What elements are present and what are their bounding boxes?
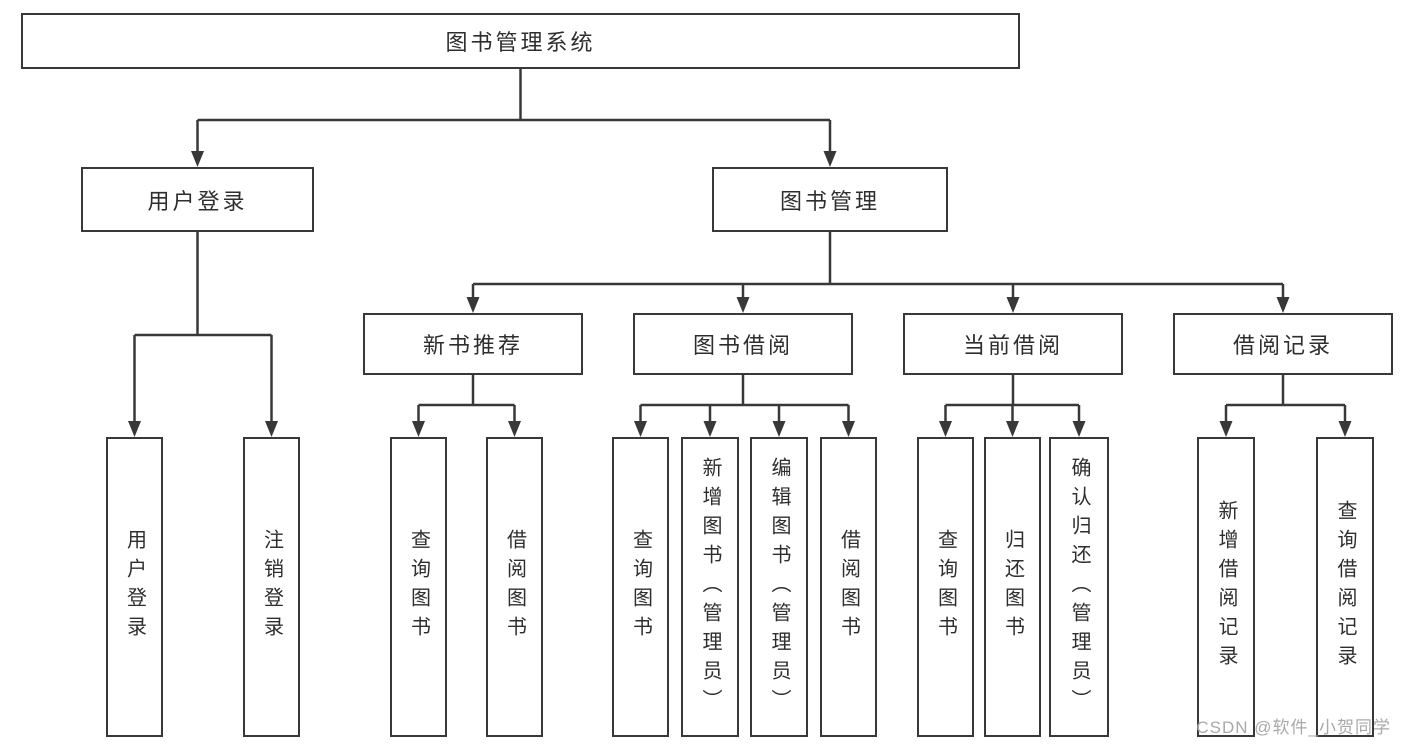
- leaf-cb-return-books-label: 归还图书: [1001, 529, 1024, 645]
- leaf-bb-borrow-books: 借阅图书: [820, 437, 877, 737]
- leaf-logout: 注销登录: [243, 437, 300, 737]
- leaf-nbr-borrow-books: 借阅图书: [486, 437, 543, 737]
- leaf-br-add-record: 新增借阅记录: [1197, 437, 1255, 737]
- csdn-watermark: CSDN @软件_小贺同学: [1196, 718, 1391, 737]
- node-current-borrowing: 当前借阅: [903, 313, 1123, 375]
- node-user-login: 用户登录: [81, 167, 314, 232]
- leaf-bb-add-books-admin: 新增图书（管理员）: [681, 437, 739, 737]
- leaf-nbr-query-books-label: 查询图书: [407, 529, 430, 645]
- leaf-user-login: 用户登录: [106, 437, 163, 737]
- leaf-br-query-record: 查询借阅记录: [1316, 437, 1374, 737]
- leaf-bb-add-books-admin-label: 新增图书（管理员）: [699, 456, 721, 718]
- leaf-br-query-record-label: 查询借阅记录: [1334, 500, 1356, 674]
- leaf-logout-label: 注销登录: [260, 529, 283, 645]
- node-library-management-system: 图书管理系统: [21, 13, 1020, 69]
- leaf-cb-query-books-label: 查询图书: [934, 529, 957, 645]
- leaf-br-add-record-label: 新增借阅记录: [1215, 500, 1237, 674]
- leaf-nbr-query-books: 查询图书: [390, 437, 447, 737]
- node-book-borrowing: 图书借阅: [633, 313, 853, 375]
- node-borrowing-records: 借阅记录: [1173, 313, 1393, 375]
- leaf-bb-edit-books-admin-label: 编辑图书（管理员）: [768, 456, 790, 718]
- leaf-cb-query-books: 查询图书: [917, 437, 974, 737]
- leaf-bb-query-books-label: 查询图书: [629, 529, 652, 645]
- leaf-bb-borrow-books-label: 借阅图书: [837, 529, 860, 645]
- node-new-book-recommendation: 新书推荐: [363, 313, 583, 375]
- leaf-cb-confirm-return-admin-label: 确认归还（管理员）: [1068, 456, 1090, 718]
- leaf-cb-return-books: 归还图书: [984, 437, 1041, 737]
- leaf-bb-query-books: 查询图书: [612, 437, 669, 737]
- leaf-nbr-borrow-books-label: 借阅图书: [503, 529, 526, 645]
- node-book-management: 图书管理: [712, 167, 948, 232]
- leaf-bb-edit-books-admin: 编辑图书（管理员）: [750, 437, 808, 737]
- leaf-cb-confirm-return-admin: 确认归还（管理员）: [1049, 437, 1109, 737]
- leaf-user-login-label: 用户登录: [123, 529, 146, 645]
